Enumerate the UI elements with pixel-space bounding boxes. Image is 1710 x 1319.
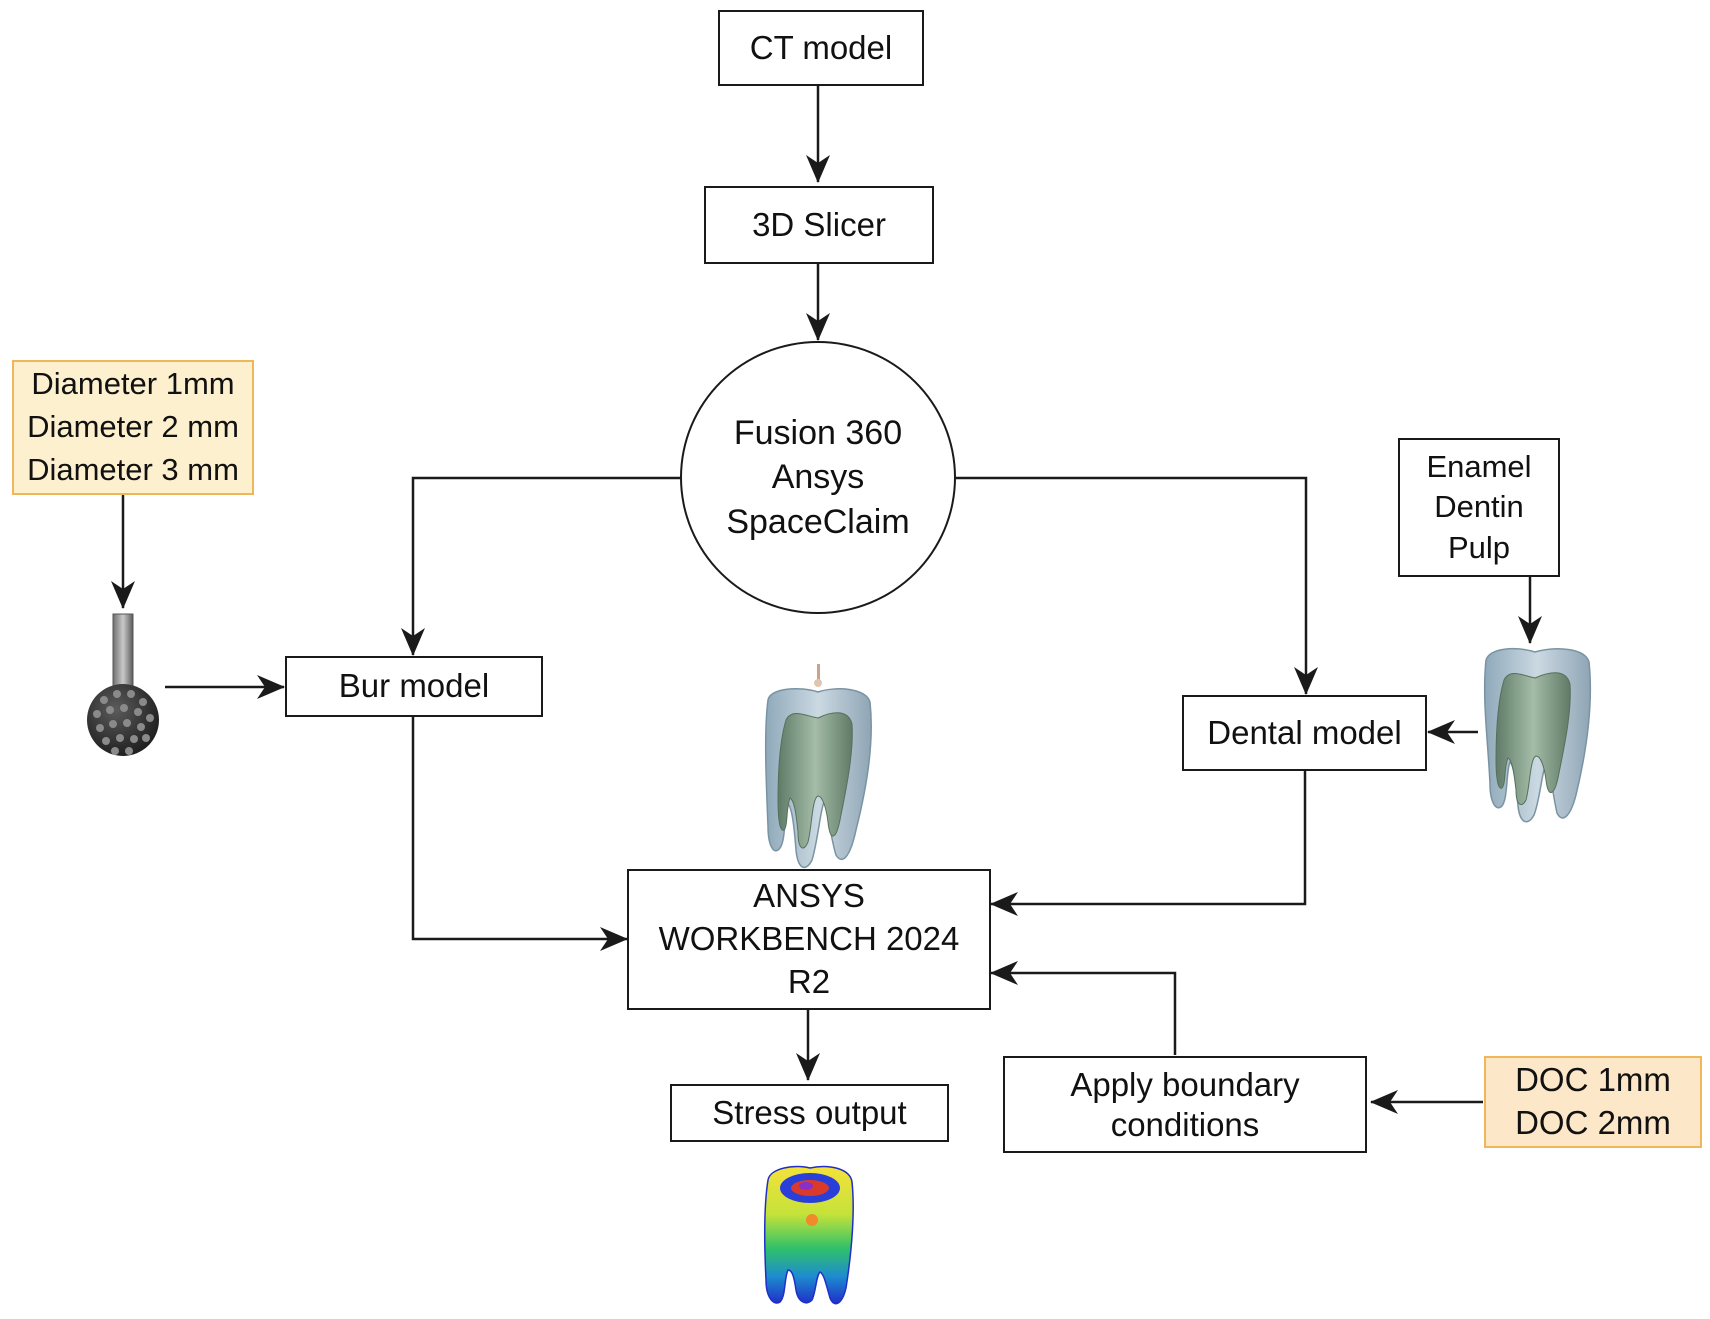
arrow-fusion-to-bur-model: [401, 476, 680, 656]
ansys-workbench-node: ANSYS WORKBENCH 2024 R2: [627, 869, 991, 1010]
dental-model-label: Dental model: [1207, 713, 1402, 751]
diameter-3: Diameter 3 mm: [27, 451, 239, 487]
doc-1: DOC 1mm: [1515, 1061, 1671, 1099]
ansys-label-2: WORKBENCH 2024: [658, 920, 960, 958]
arrow-fusion-to-dental-model: [956, 476, 1318, 695]
ct-model-label: CT model: [749, 28, 893, 66]
arrow-dental-model-to-ansys: [990, 771, 1307, 916]
bur-diameter-note: Diameter 1mm Diameter 2 mm Diameter 3 mm: [12, 360, 254, 495]
arrow-boundary-to-ansys: [990, 961, 1177, 1055]
bur-icon: [87, 613, 159, 756]
diameter-1: Diameter 1mm: [31, 366, 235, 402]
ct-model-node: CT model: [718, 10, 924, 86]
ansys-label-3: R2: [787, 962, 831, 1000]
slicer-node: 3D Slicer: [704, 186, 934, 264]
tissue-enamel: Enamel: [1426, 449, 1532, 485]
stress-map-icon: [763, 1165, 854, 1305]
boundary-conditions-node: Apply boundary conditions: [1003, 1056, 1367, 1153]
fusion-node: Fusion 360 Ansys SpaceClaim: [680, 341, 956, 614]
boundary-label-1: Apply boundary: [1070, 1065, 1300, 1103]
arrow-bur-model-to-ansys: [411, 717, 628, 951]
boundary-label-2: conditions: [1110, 1105, 1260, 1143]
stress-output-label: Stress output: [712, 1093, 907, 1131]
dental-model-node: Dental model: [1182, 695, 1427, 771]
tissue-dentin: Dentin: [1434, 489, 1524, 525]
ansys-label-1: ANSYS: [753, 877, 865, 915]
tissue-list-node: Enamel Dentin Pulp: [1398, 438, 1560, 577]
stress-output-node: Stress output: [670, 1084, 949, 1142]
tooth-icon: [764, 664, 872, 869]
bur-model-label: Bur model: [338, 667, 490, 705]
fusion-label-2: Ansys: [771, 458, 865, 497]
doc-note: DOC 1mm DOC 2mm: [1484, 1056, 1702, 1148]
tooth-icon: [1483, 647, 1592, 823]
diameter-2: Diameter 2 mm: [27, 409, 239, 445]
fusion-label-3: SpaceClaim: [726, 502, 910, 541]
fusion-label-1: Fusion 360: [733, 414, 903, 453]
tissue-pulp: Pulp: [1447, 529, 1511, 565]
bur-model-node: Bur model: [285, 656, 543, 717]
doc-2: DOC 2mm: [1515, 1104, 1671, 1141]
slicer-label: 3D Slicer: [752, 205, 886, 243]
